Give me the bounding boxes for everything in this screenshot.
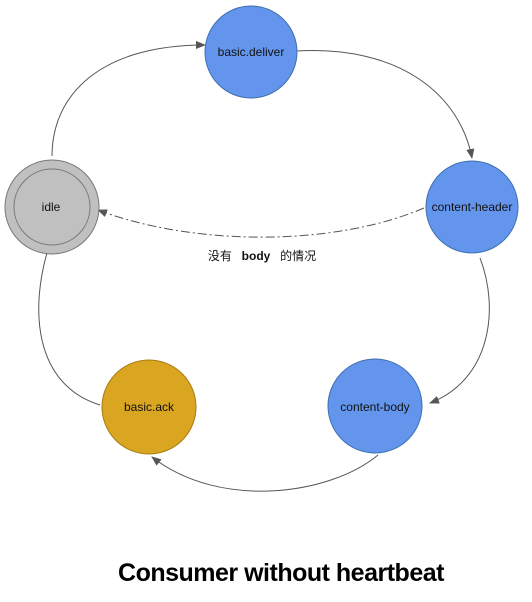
- node-content-body-circle: [327, 358, 423, 454]
- edge-content-body-to-basic-ack: [151, 454, 379, 492]
- node-content-body: content-body: [327, 358, 423, 454]
- edge-idle-to-basic-deliver: [51, 41, 206, 157]
- node-basic-ack-label: basic.ack: [124, 400, 175, 414]
- node-idle-label: idle: [42, 200, 61, 214]
- edge-label-suffix: 的情况: [280, 248, 316, 263]
- node-basic-deliver: basic.deliver: [204, 5, 298, 99]
- edge-basic-ack-to-idle: [38, 242, 101, 406]
- node-content-header: content-header: [425, 160, 519, 254]
- node-basic-deliver-circle: [204, 5, 298, 99]
- node-content-header-label: content-header: [432, 200, 513, 214]
- node-basic-ack-circle: [101, 359, 197, 455]
- node-idle: idle: [4, 159, 100, 255]
- edge-content-header-to-idle-dashed: [97, 207, 425, 238]
- node-idle-inner-circle: [13, 168, 91, 246]
- edge-basic-deliver-to-content-header: [295, 50, 475, 159]
- edge-label-bold: body: [242, 249, 271, 263]
- edge-label-prefix: 没有: [208, 248, 232, 263]
- diagram-title: Consumer without heartbeat: [118, 559, 444, 587]
- node-idle-outer-circle: [4, 159, 100, 255]
- node-content-header-circle: [425, 160, 519, 254]
- node-basic-ack: basic.ack: [101, 359, 197, 455]
- node-basic-deliver-label: basic.deliver: [218, 45, 285, 59]
- edge-content-header-to-content-body: [429, 257, 490, 404]
- edge-label-no-body: 没有 body 的情况: [208, 248, 316, 263]
- node-content-body-label: content-body: [340, 400, 409, 414]
